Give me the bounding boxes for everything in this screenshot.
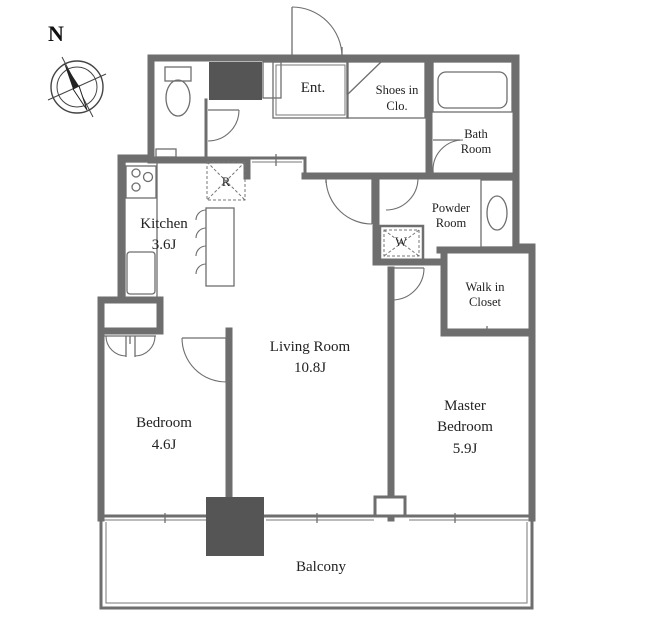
master-bedroom-size: 5.9J [453,441,478,457]
living-door [325,177,373,225]
master-bedroom-label-1: Master [444,398,486,414]
master-bedroom-label-2: Bedroom [437,419,493,435]
toilet-area [155,62,262,158]
powder-room-label-2: Room [436,216,467,230]
bedroom-closet [104,335,227,383]
kitchen-size: 3.6J [152,237,177,253]
walk-in-closet-label-2: Closet [469,295,501,309]
bath-area [432,61,513,176]
entrance-area [250,6,426,166]
walk-in-closet-label-1: Walk in [466,280,506,294]
shaft [209,62,262,100]
balcony [99,495,534,610]
bath-room-label-1: Bath [464,127,488,141]
north-label: N [48,21,64,46]
kitchen-area: R [124,161,246,299]
washer-label: W [395,235,407,249]
living-room-label: Living Room [270,339,351,355]
compass-icon: N [47,21,107,118]
sink-icon [486,195,508,231]
kitchen-label: Kitchen [140,216,188,232]
column [206,497,264,556]
refrigerator-label: R [222,175,231,189]
toilet-icon [165,79,191,117]
shoes-closet-label-1: Shoes in [376,83,419,97]
living-room-size: 10.8J [294,360,326,376]
pipe-shaft [373,495,407,518]
shoes-closet-label-2: Clo. [386,99,407,113]
room-labels: Ent. Shoes in Clo. Bath Room Powder Room… [136,80,505,575]
powder-room-label-1: Powder [432,201,471,215]
balcony-label: Balcony [296,559,346,575]
entrance-label: Ent. [301,80,326,96]
bath-room-label-2: Room [461,142,492,156]
south-windows [99,513,534,523]
closet-area [391,267,530,334]
bedroom-label: Bedroom [136,415,192,431]
washer-box [378,224,425,262]
walls [97,54,536,522]
bedroom-size: 4.6J [152,437,177,453]
powder-area: W [378,177,514,262]
